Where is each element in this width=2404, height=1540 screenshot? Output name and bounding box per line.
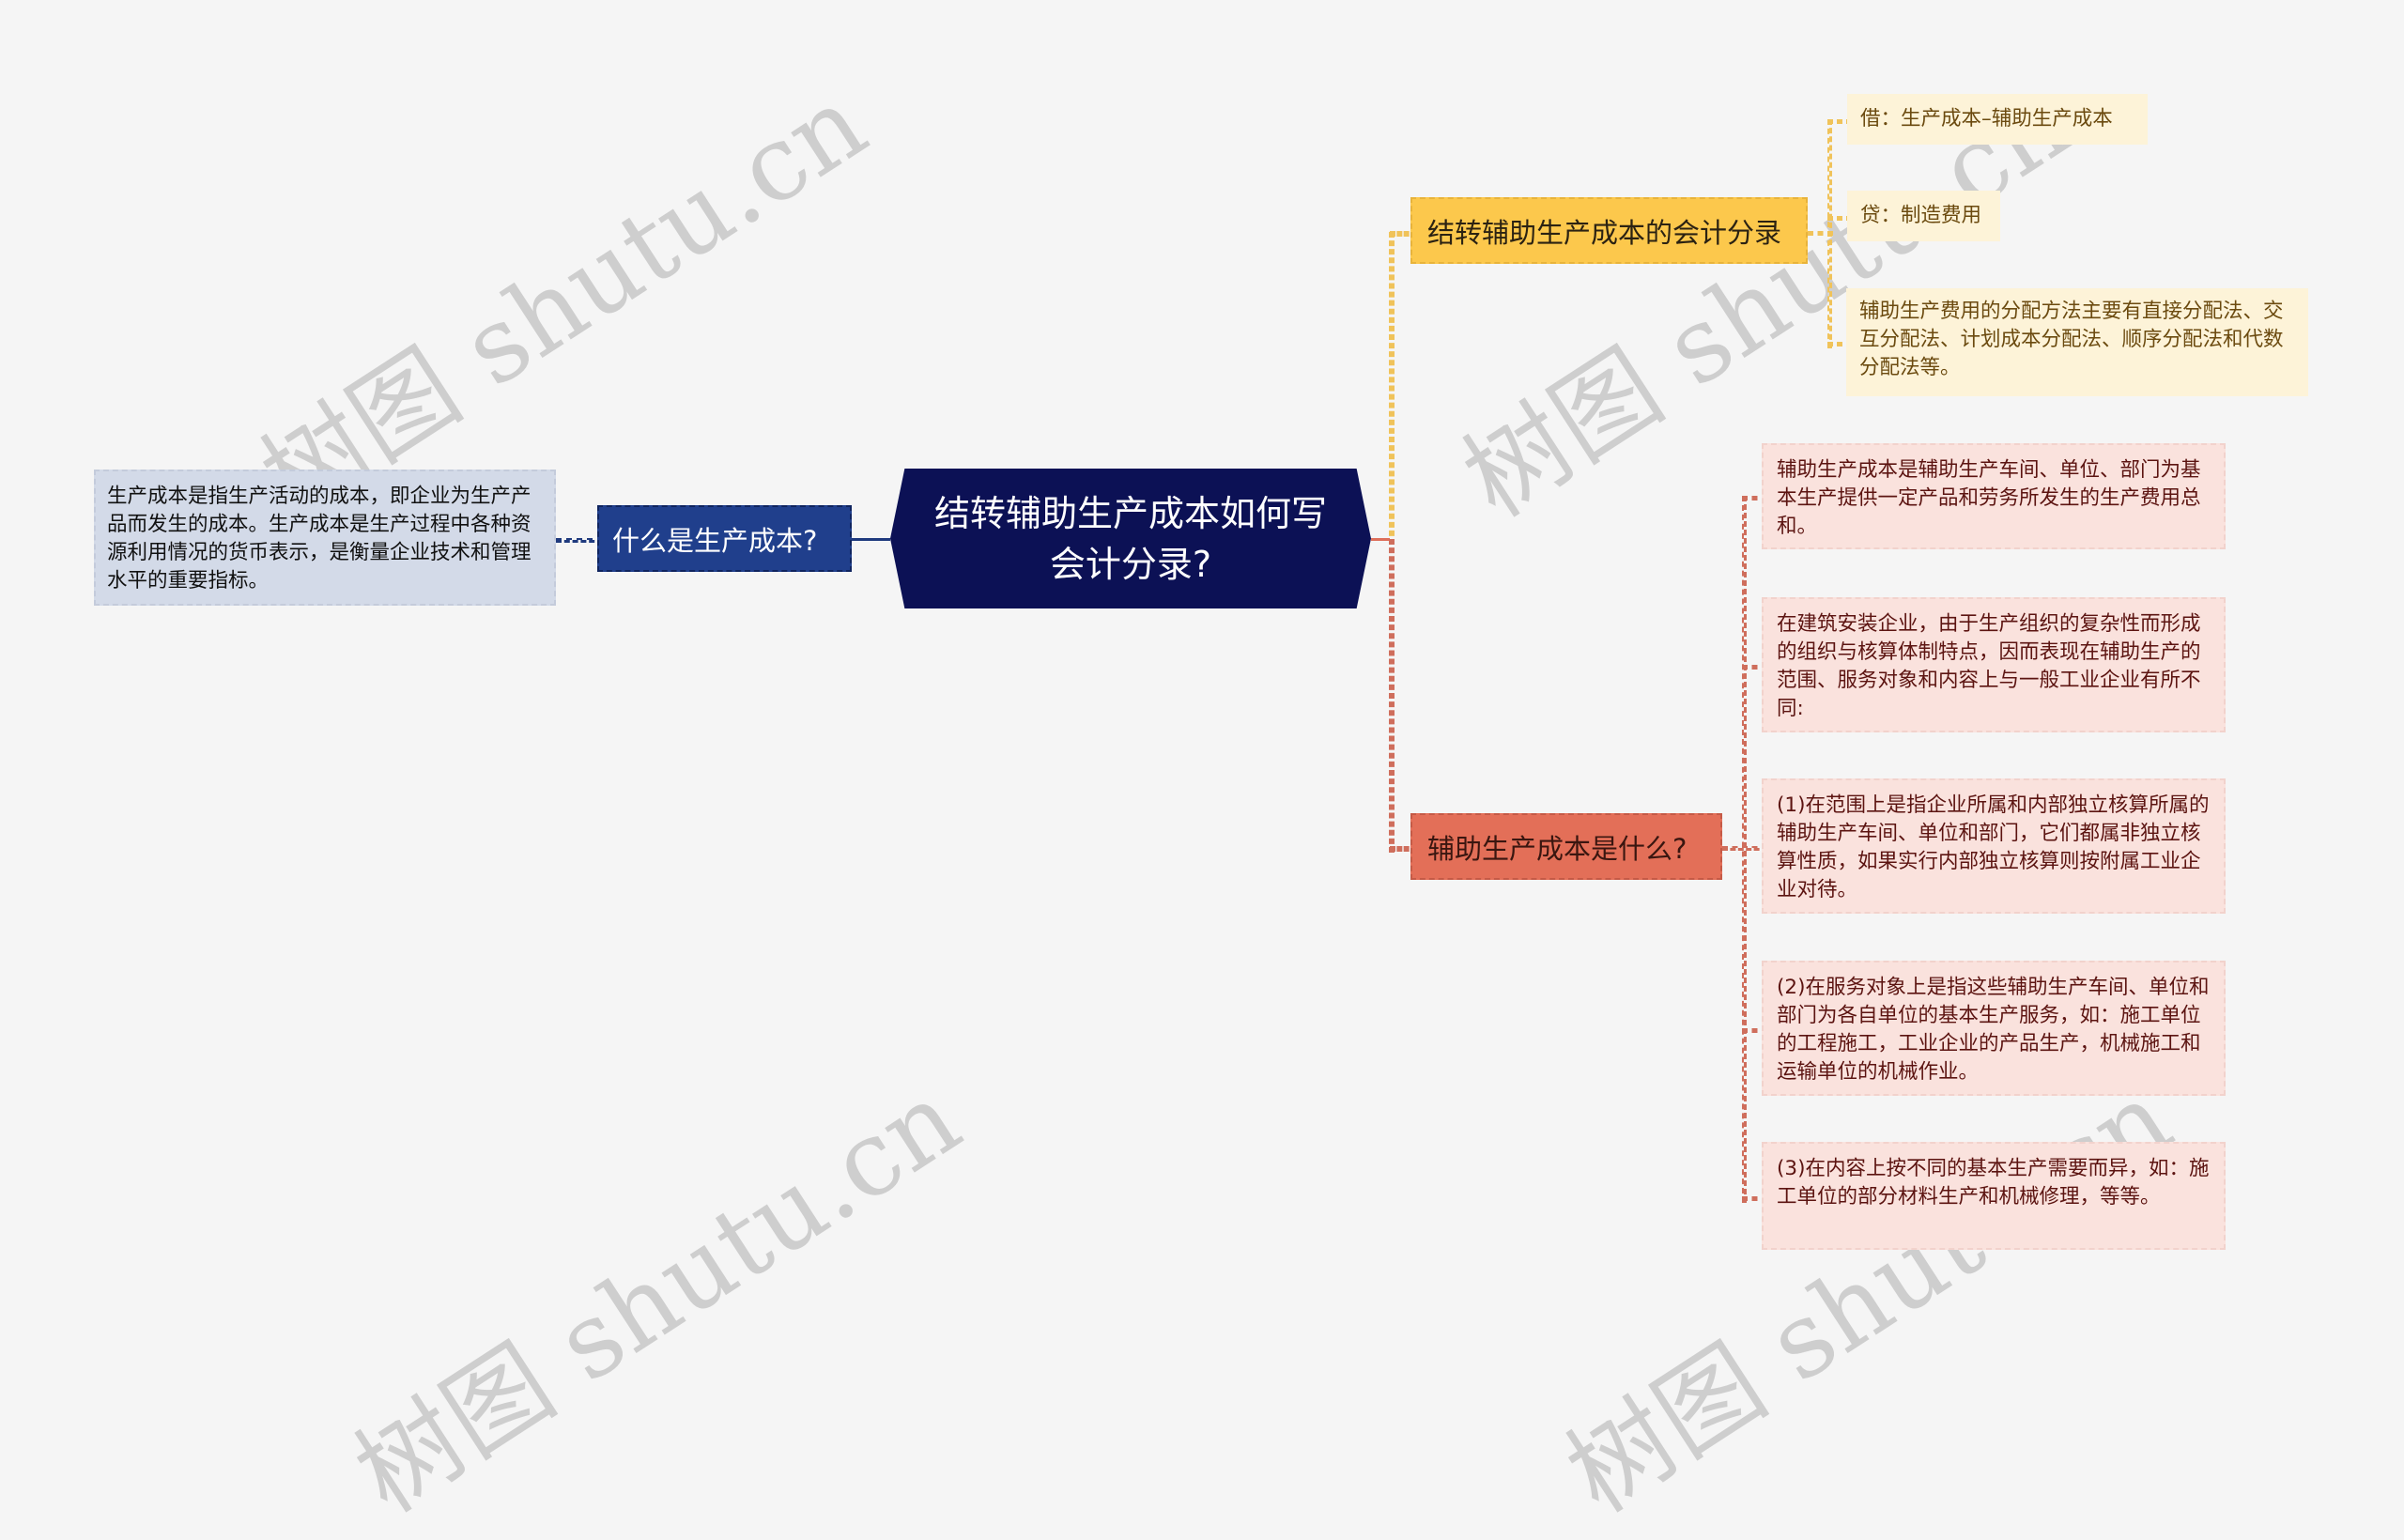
leaf-text: 在建筑安装企业，由于生产组织的复杂性而形成的组织与核算体制特点，因而表现在辅助生… <box>1777 612 2201 720</box>
leaf-debit[interactable]: 借：生产成本–辅助生产成本 <box>1847 94 2148 145</box>
connector-left-detail <box>556 538 603 543</box>
branch-journal-entry[interactable]: 结转辅助生产成本的会计分录 <box>1410 197 1808 264</box>
branch-label: 结转辅助生产成本的会计分录 <box>1427 216 1782 249</box>
root-topic-label: 结转辅助生产成本如何写会计分录? <box>933 492 1327 585</box>
branch-what-is-production-cost[interactable]: 什么是生产成本? <box>597 505 852 572</box>
leaf-text: 辅助生产费用的分配方法主要有直接分配法、交互分配法、计划成本分配法、顺序分配法和… <box>1859 300 2284 379</box>
leaf-text: 借：生产成本–辅助生产成本 <box>1860 107 2113 131</box>
connector-red-vertical <box>1742 496 1747 1203</box>
branch-what-is-auxiliary-cost[interactable]: 辅助生产成本是什么? <box>1410 813 1722 880</box>
leaf-text: (2)在服务对象上是指这些辅助生产车间、单位和部门为各自单位的基本生产服务，如：… <box>1777 976 2210 1084</box>
leaf-construction-difference[interactable]: 在建筑安装企业，由于生产组织的复杂性而形成的组织与核算体制特点，因而表现在辅助生… <box>1762 597 2226 732</box>
leaf-auxiliary-definition[interactable]: 辅助生产成本是辅助生产车间、单位、部门为基本生产提供一定产品和劳务所发生的生产费… <box>1762 443 2226 549</box>
leaf-text: 生产成本是指生产活动的成本，即企业为生产产品而发生的成本。生产成本是生产过程中各… <box>107 485 532 593</box>
leaf-text: (1)在范围上是指企业所属和内部独立核算所属的辅助生产车间、单位和部门，它们都属… <box>1777 793 2210 901</box>
connector-root-left <box>852 538 890 541</box>
branch-label: 什么是生产成本? <box>612 524 818 557</box>
root-topic[interactable]: 结转辅助生产成本如何写会计分录? <box>890 469 1371 608</box>
leaf-credit[interactable]: 贷：制造费用 <box>1847 191 2000 241</box>
leaf-production-cost-definition[interactable]: 生产成本是指生产活动的成本，即企业为生产产品而发生的成本。生产成本是生产过程中各… <box>94 470 556 606</box>
connector-trunk-red <box>1389 539 1395 853</box>
leaf-text: (3)在内容上按不同的基本生产需要而异，如：施工单位的部分材料生产和机械修理，等… <box>1777 1157 2210 1209</box>
leaf-scope[interactable]: (1)在范围上是指企业所属和内部独立核算所属的辅助生产车间、单位和部门，它们都属… <box>1762 778 2226 914</box>
leaf-text: 贷：制造费用 <box>1860 204 1982 227</box>
leaf-content[interactable]: (3)在内容上按不同的基本生产需要而异，如：施工单位的部分材料生产和机械修理，等… <box>1762 1142 2226 1250</box>
connector-yellow-vertical <box>1827 119 1832 348</box>
leaf-service-target[interactable]: (2)在服务对象上是指这些辅助生产车间、单位和部门为各自单位的基本生产服务，如：… <box>1762 961 2226 1096</box>
watermark: 树图 shutu.cn <box>335 1057 980 1535</box>
connector-root-right <box>1371 538 1390 541</box>
branch-label: 辅助生产成本是什么? <box>1427 832 1687 865</box>
leaf-allocation-methods[interactable]: 辅助生产费用的分配方法主要有直接分配法、交互分配法、计划成本分配法、顺序分配法和… <box>1846 288 2308 396</box>
watermark: 树图 shutu.cn <box>1547 1057 2192 1535</box>
connector-trunk-yellow <box>1389 232 1395 545</box>
leaf-text: 辅助生产成本是辅助生产车间、单位、部门为基本生产提供一定产品和劳务所发生的生产费… <box>1777 458 2201 538</box>
